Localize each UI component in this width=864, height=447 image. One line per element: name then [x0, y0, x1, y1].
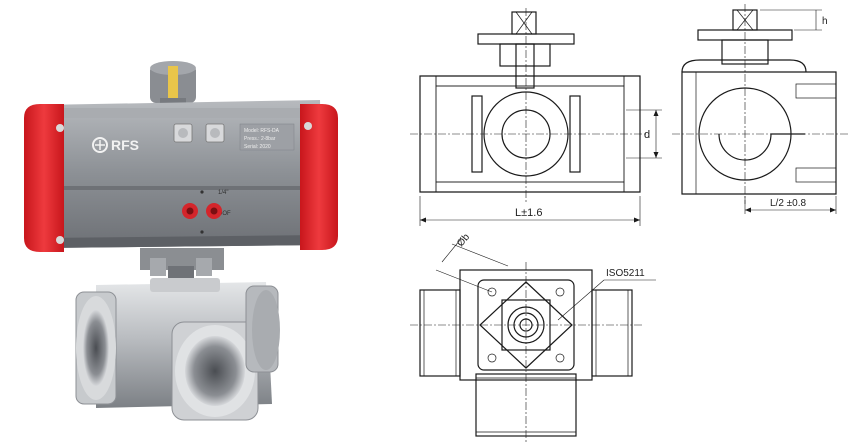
brand-logo: RFS [92, 137, 139, 153]
air-port-label-lower: DOF [218, 211, 231, 217]
mounting-bracket [140, 248, 224, 280]
side-section-drawing: h L/2 ±0.8 [672, 4, 848, 214]
brand-logo-text: RFS [111, 137, 139, 153]
nameplate-line-3: Serial: 2020 [244, 144, 271, 150]
nameplate-line-1: Model: RFS-DA [244, 128, 280, 134]
length-dimension-label: L±1.6 [515, 207, 542, 219]
half-length-dimension-label: L/2 ±0.8 [770, 198, 807, 209]
actuator-end-cap-right [300, 104, 338, 250]
air-port-label-upper: 1/4" [218, 190, 228, 196]
height-dimension-label: h [822, 16, 828, 27]
valve-photo: RFS Model: RFS-DA Press.: 2-8bar Serial:… [24, 61, 338, 421]
nameplate-line-2: Press.: 2-8bar [244, 136, 276, 142]
actuator-end-cap-left [24, 104, 64, 252]
adjust-bolt-left [173, 123, 193, 143]
top-view-drawing: Øb ISO5211 [410, 231, 656, 444]
flange-standard-label: ISO5211 [606, 268, 645, 279]
actuator-body [40, 100, 324, 248]
nameplate: Model: RFS-DA Press.: 2-8bar Serial: 202… [239, 123, 295, 151]
adjust-bolt-right [205, 123, 225, 143]
diameter-dimension-label: d [644, 129, 650, 141]
three-way-valve-body [75, 278, 280, 421]
position-indicator [150, 61, 196, 106]
air-port-panel: 1/4" DOF [182, 190, 231, 234]
front-section-drawing: L±1.6 d [410, 8, 662, 226]
